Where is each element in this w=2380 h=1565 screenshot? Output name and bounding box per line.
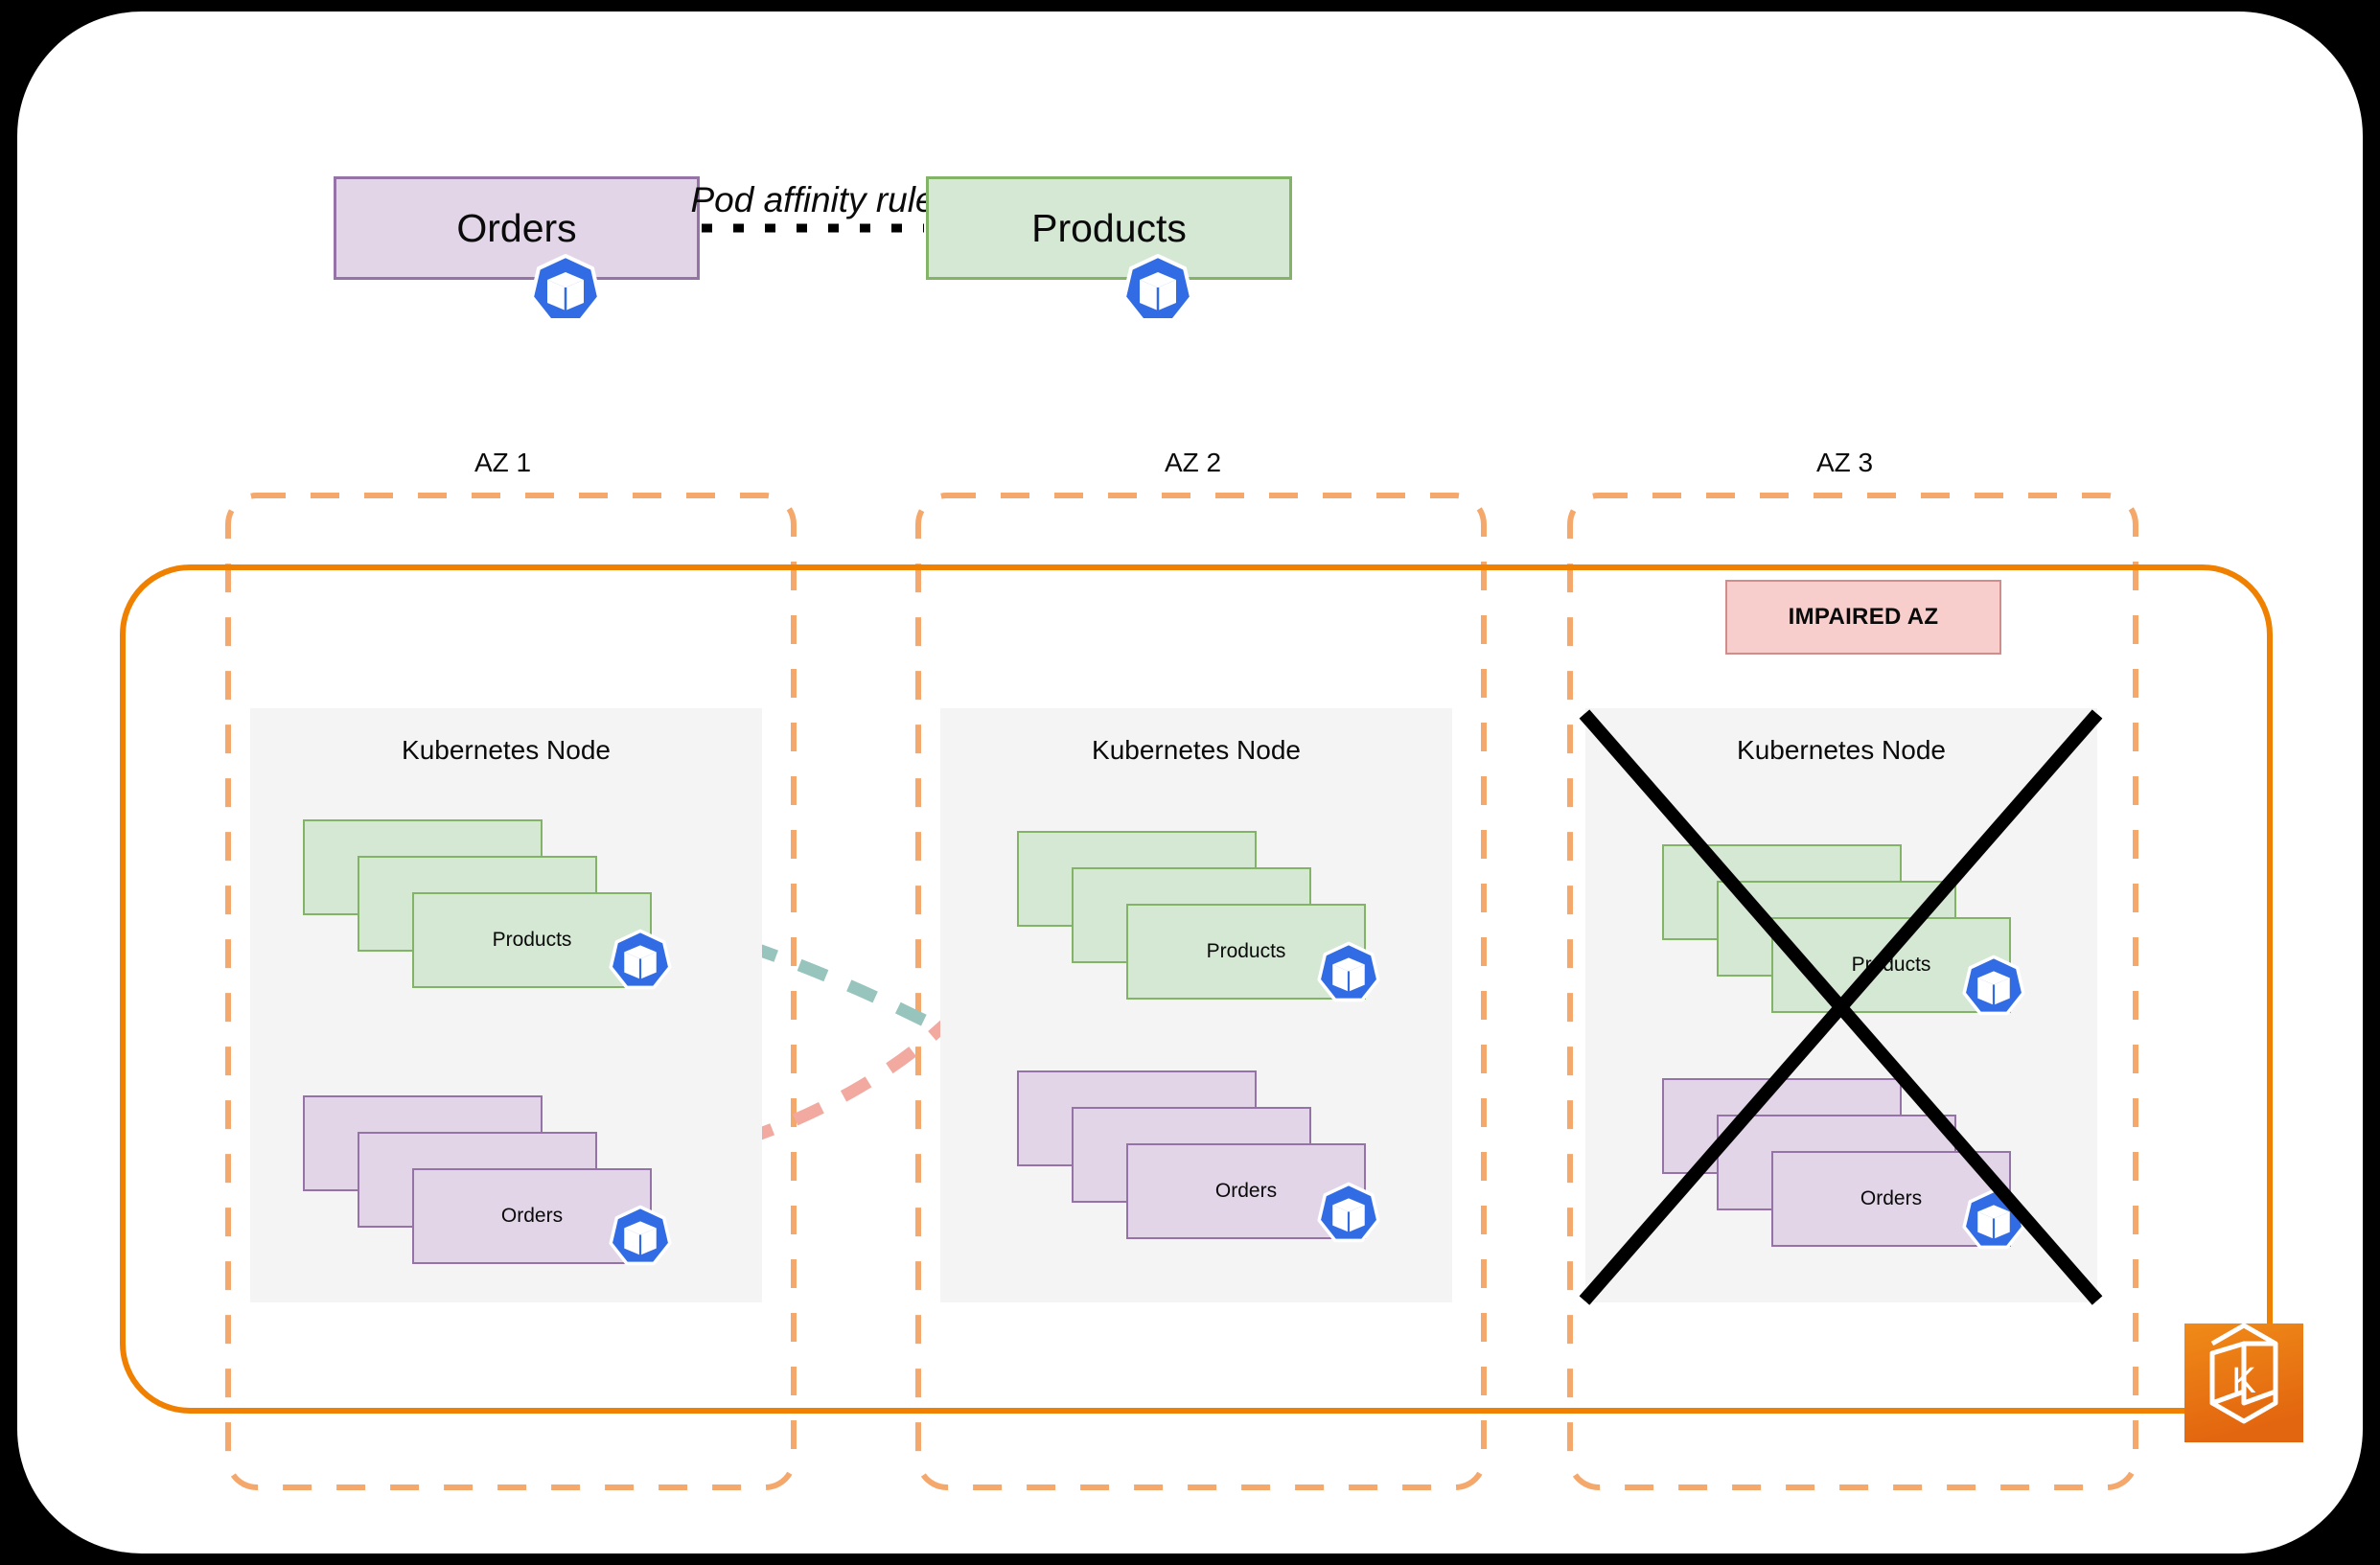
- az-3-node-title: Kubernetes Node: [1737, 735, 1946, 765]
- az-1-label: AZ 1: [474, 448, 532, 477]
- kubernetes-pod-icon: [609, 929, 672, 990]
- pod-replica[interactable]: Products: [1126, 904, 1366, 1000]
- kubernetes-pod-icon: [1317, 1182, 1380, 1243]
- impaired-az-label: IMPAIRED AZ: [1788, 604, 1939, 630]
- az-1-node-title: Kubernetes Node: [402, 735, 611, 765]
- svg-text:K: K: [2231, 1361, 2255, 1401]
- kubernetes-pod-icon: [1317, 941, 1380, 1002]
- legend-products-box[interactable]: Products: [926, 176, 1292, 280]
- legend-orders-label: Orders: [456, 205, 577, 250]
- az-3-label: AZ 3: [1816, 448, 1874, 477]
- az-1-orders-pod-stack[interactable]: Orders: [303, 1095, 667, 1277]
- az-1-orders-pod-label: Orders: [500, 1205, 564, 1227]
- az-2-label: AZ 2: [1165, 448, 1222, 477]
- legend-orders-box[interactable]: Orders: [334, 176, 700, 280]
- az-2-orders-pod-label: Orders: [1214, 1180, 1278, 1202]
- az-2-products-pod-stack[interactable]: Products: [1017, 831, 1381, 1013]
- impaired-az-badge: IMPAIRED AZ: [1725, 580, 2001, 655]
- legend-products-label: Products: [1031, 205, 1187, 250]
- az-1-products-pod-label: Products: [492, 929, 572, 951]
- kubernetes-pod-icon: [530, 254, 601, 322]
- az-2-node-title: Kubernetes Node: [1092, 735, 1301, 765]
- kubernetes-pod-icon: [1962, 955, 2025, 1016]
- kubernetes-k-logo-icon: K: [2184, 1323, 2303, 1442]
- kubernetes-pod-icon: [1962, 1188, 2025, 1250]
- az-3-orders-pod-label: Orders: [1860, 1187, 1923, 1209]
- az-2-products-pod-label: Products: [1206, 940, 1286, 962]
- az-3-products-pod-label: Products: [1851, 954, 1931, 976]
- kubernetes-pod-icon: [609, 1205, 672, 1266]
- diagram-canvas: K Orders Pod affinity rule Products AZ 1: [17, 12, 2363, 1553]
- pod-replica[interactable]: Orders: [412, 1168, 652, 1264]
- pod-affinity-rule-label: Pod affinity rule: [690, 180, 936, 219]
- kubernetes-pod-icon: [1122, 254, 1193, 322]
